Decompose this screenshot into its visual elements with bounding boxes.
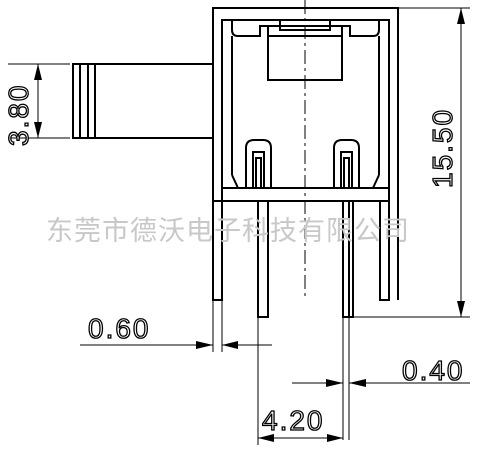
pin-thickness-dimension [292, 317, 470, 440]
terminal-pins [212, 200, 390, 318]
pin-width-dimension [80, 300, 272, 352]
body-offset-label: 3.80 [3, 84, 34, 147]
pin-pitch-dimension [257, 317, 343, 445]
pin-thickness-label: 0.40 [402, 355, 465, 386]
height-dimension [353, 7, 470, 318]
pin-pitch-label: 4.20 [262, 405, 325, 436]
switch-housing [212, 0, 399, 300]
pin-width-label: 0.60 [88, 313, 151, 344]
height-total-label: 15.50 [427, 108, 458, 188]
company-watermark: 东莞市德沃电子科技有限公司 [46, 216, 410, 247]
actuator-knob [8, 63, 213, 139]
